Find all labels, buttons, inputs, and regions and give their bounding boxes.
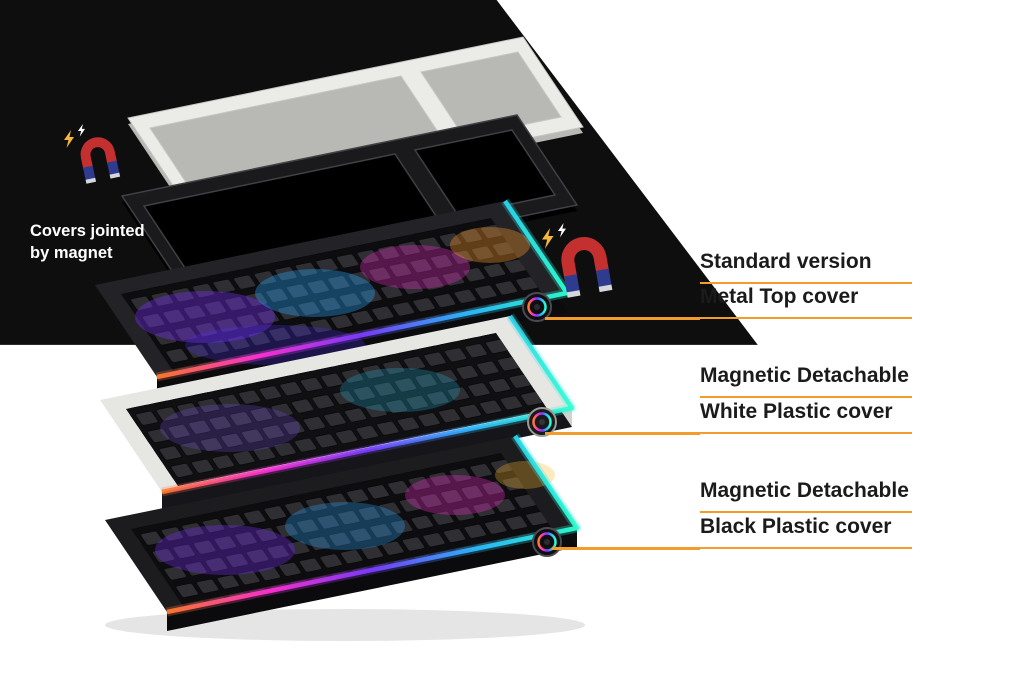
- keyboard-white-plastic-cover: [100, 313, 577, 511]
- label-standard-version: Standard version: [700, 250, 912, 284]
- leader-line-metal-top-cover: [545, 317, 700, 320]
- magnet-note-line2: by magnet: [30, 243, 113, 262]
- label-white-plastic-cover: White Plastic cover: [700, 400, 912, 434]
- lightning-spark-icon: [542, 228, 554, 249]
- lightning-spark-icon: [64, 130, 74, 148]
- volume-knob: [532, 527, 562, 557]
- volume-knob: [522, 292, 552, 322]
- magnet-icon: [559, 240, 612, 298]
- label-metal-top-cover: Metal Top cover: [700, 285, 912, 319]
- magnet-icon: [78, 139, 120, 184]
- keyboard-black-plastic-cover: [105, 433, 582, 631]
- magnet-note-line1: Covers jointed: [30, 222, 145, 240]
- lightning-spark-icon: [78, 124, 85, 137]
- volume-knob: [527, 407, 557, 437]
- lightning-spark-icon: [558, 223, 566, 238]
- label-magnetic-detachable-white: Magnetic Detachable: [700, 364, 912, 398]
- leader-line-white-plastic-cover: [545, 432, 700, 435]
- keyboard-metal-top-cover: [95, 198, 572, 396]
- leader-line-black-plastic-cover: [552, 547, 700, 550]
- black-plastic-cover-frame: [120, 114, 579, 292]
- label-magnetic-detachable-black: Magnetic Detachable: [700, 479, 912, 513]
- label-black-plastic-cover: Black Plastic cover: [700, 515, 912, 549]
- magnet-note: Covers jointed by magnet: [30, 221, 145, 265]
